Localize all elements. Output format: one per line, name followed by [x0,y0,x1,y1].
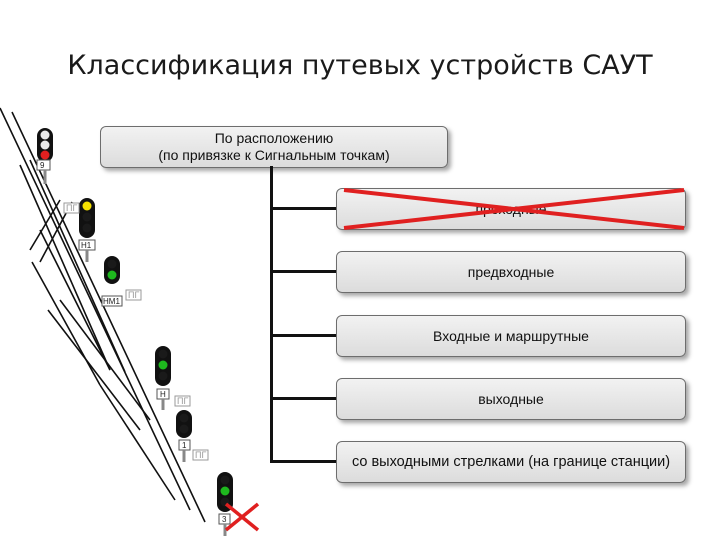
lamp [107,270,117,280]
root-line-2: (по привязке к Сигнальным точкам) [158,147,390,163]
category-label: со выходными стрелками (на границе станц… [351,453,671,470]
signal-n: Н ПГ [155,346,191,410]
signal-9: 9 [36,128,53,184]
signal-label: НМ1 [103,297,120,306]
lamp [158,371,168,381]
tree-branch-3 [270,397,336,400]
signal-label: 9 [40,161,45,170]
pg-label: ПГ [195,450,206,460]
category-label: предвходные [467,263,555,280]
lamp [82,201,92,211]
signal-label: Н [160,390,166,399]
signal-n1: ПГ Н1 [63,198,96,262]
pg-label: ПГ [177,396,188,406]
signal-1: 1 ПГ [176,410,209,462]
lamp [220,486,230,496]
category-cross-out [343,188,685,230]
lamp [82,212,92,222]
tree-trunk [270,166,273,462]
lamp [82,223,92,233]
category-box-entry-route: Входные и маршрутные [336,315,686,357]
cross-mark [224,502,260,532]
pg-label: ПГ [66,203,77,213]
category-label: Входные и маршрутные [433,327,589,344]
lamp [220,475,230,485]
cross-mark [343,188,685,230]
lamp [179,413,189,423]
root-line-1: По расположению [214,130,334,146]
tree-branch-2 [270,334,336,337]
tree-branch-1 [270,270,336,273]
category-box-pre-entry: предвходные [336,251,686,293]
lamp [40,140,50,150]
pg-label: ПГ [128,290,139,300]
lamp [107,259,117,269]
lamp [179,424,189,434]
category-label: выходные [478,390,544,407]
lamp [40,130,50,140]
signal-3: 3 [217,472,260,536]
category-box-boundary: со выходными стрелками (на границе станц… [336,441,686,483]
tree-branch-4 [270,460,336,463]
root-box: По расположению (по привязке к Сигнальны… [100,126,448,168]
track-lines [0,107,206,523]
signal-label: Н1 [81,241,92,250]
signal-label: 3 [222,515,227,524]
slide-title: Классификация путевых устройств САУТ [67,50,653,81]
tree-branch-0 [270,207,336,210]
lamp [158,360,168,370]
signal-label: 1 [182,441,187,450]
lamp [40,150,50,160]
signal-nm1: ПГ НМ1 [101,256,142,307]
category-box-exit: выходные [336,378,686,420]
lamp [158,349,168,359]
